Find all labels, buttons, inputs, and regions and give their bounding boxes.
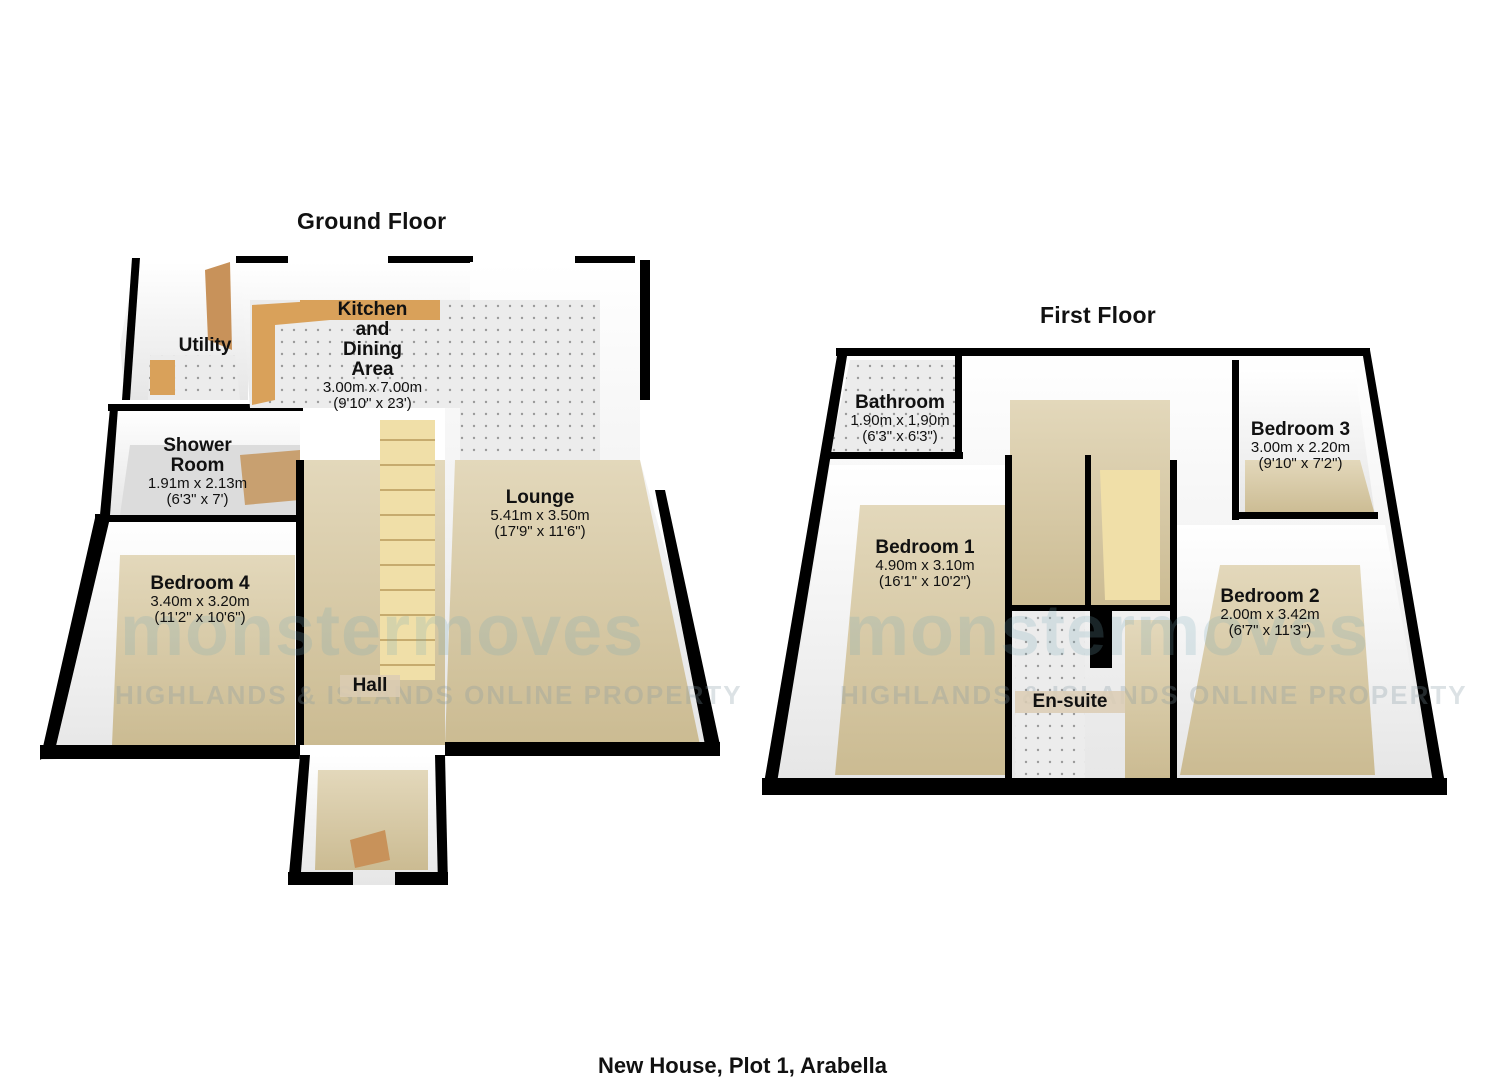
bedroom1-name: Bedroom 1 xyxy=(875,537,975,558)
kitchen-label: Kitchen and Dining Area 3.00m x 7.00m (9… xyxy=(300,300,445,411)
bedroom4-label: Bedroom 4 3.40m x 3.20m (11'2" x 10'6") xyxy=(125,574,275,625)
watermark-tagline-first: HIGHLANDS & ISLANDS ONLINE PROPERTY xyxy=(840,680,1468,710)
hall-label: Hall xyxy=(340,675,400,697)
kitchen-metric: 3.00m x 7.00m xyxy=(322,378,423,396)
kitchen-name-1: Kitchen xyxy=(337,299,408,320)
bedroom3-label: Bedroom 3 3.00m x 2.20m (9'10" x 7'2") xyxy=(1238,420,1363,471)
bedroom4-imperial: (11'2" x 10'6") xyxy=(154,608,246,626)
bedroom2-label: Bedroom 2 2.00m x 3.42m (6'7" x 11'3") xyxy=(1200,587,1340,638)
bathroom-imperial: (6'3" x 6'3") xyxy=(862,427,938,445)
plan-caption: New House, Plot 1, Arabella xyxy=(598,1053,887,1078)
lounge-name: Lounge xyxy=(505,487,575,508)
bedroom1-imperial: (16'1" x 10'2") xyxy=(878,572,972,590)
kitchen-dining-area xyxy=(236,256,473,408)
bedroom4-room xyxy=(40,514,300,760)
ground-floor-plan xyxy=(40,256,720,885)
lounge-room xyxy=(445,256,720,756)
watermark-tagline-ground: HIGHLANDS & ISLANDS ONLINE PROPERTY xyxy=(115,680,743,710)
utility-label: Utility xyxy=(160,336,250,356)
ensuite-name: En-suite xyxy=(1015,691,1125,713)
lounge-metric: 5.41m x 3.50m xyxy=(490,506,590,524)
watermark-brand-ground: monstermoves xyxy=(120,591,645,671)
bedroom4-name: Bedroom 4 xyxy=(150,573,250,594)
shower-name-2: Room xyxy=(170,454,225,476)
ensuite-label: En-suite xyxy=(1015,691,1125,713)
kitchen-name-2: and xyxy=(355,318,390,340)
bedroom2-imperial: (6'7" x 11'3") xyxy=(1228,621,1312,639)
bedroom1-room xyxy=(780,465,1005,778)
bathroom-metric: 1.90m x 1.90m xyxy=(850,411,950,429)
bedroom4-metric: 3.40m x 3.20m xyxy=(150,592,250,610)
first-floor-title: First Floor xyxy=(1040,302,1156,328)
shower-metric: 1.91m x 2.13m xyxy=(147,474,248,492)
lounge-label: Lounge 5.41m x 3.50m (17'9" x 11'6") xyxy=(470,488,610,539)
bathroom-room xyxy=(830,360,960,455)
hall-area xyxy=(296,420,445,745)
bedroom2-name: Bedroom 2 xyxy=(1220,586,1320,607)
utility-room xyxy=(120,258,248,400)
ground-floor-title: Ground Floor xyxy=(297,208,447,234)
shower-room xyxy=(100,404,303,515)
bathroom-label: Bathroom 1.90m x 1.90m (6'3" x 6'3") xyxy=(840,393,960,444)
first-floor-plan xyxy=(762,348,1447,795)
bedroom3-metric: 3.00m x 2.20m xyxy=(1250,438,1351,456)
hall-name: Hall xyxy=(340,675,400,697)
bedroom1-label: Bedroom 1 4.90m x 3.10m (16'1" x 10'2") xyxy=(855,538,995,589)
kitchen-imperial: (9'10" x 23') xyxy=(333,394,412,412)
shower-room-label: Shower Room 1.91m x 2.13m (6'3" x 7') xyxy=(120,436,275,507)
bedroom3-room xyxy=(1240,370,1375,515)
kitchen-name-4: Area xyxy=(351,358,394,380)
lounge-imperial: (17'9" x 11'6") xyxy=(494,522,586,540)
watermark-brand-first: monstermoves xyxy=(845,591,1370,671)
bedroom2-room xyxy=(1175,525,1430,778)
bedroom3-name: Bedroom 3 xyxy=(1250,419,1351,440)
bathroom-name: Bathroom xyxy=(855,392,945,413)
shower-imperial: (6'3" x 7') xyxy=(166,490,229,508)
porch-area xyxy=(288,755,448,885)
kitchen-name-3: Dining xyxy=(342,338,403,360)
bedroom3-imperial: (9'10" x 7'2") xyxy=(1258,454,1343,472)
bedroom1-metric: 4.90m x 3.10m xyxy=(875,556,975,574)
utility-name: Utility xyxy=(178,335,232,356)
bedroom2-metric: 2.00m x 3.42m xyxy=(1220,605,1320,623)
shower-name-1: Shower xyxy=(163,435,232,456)
